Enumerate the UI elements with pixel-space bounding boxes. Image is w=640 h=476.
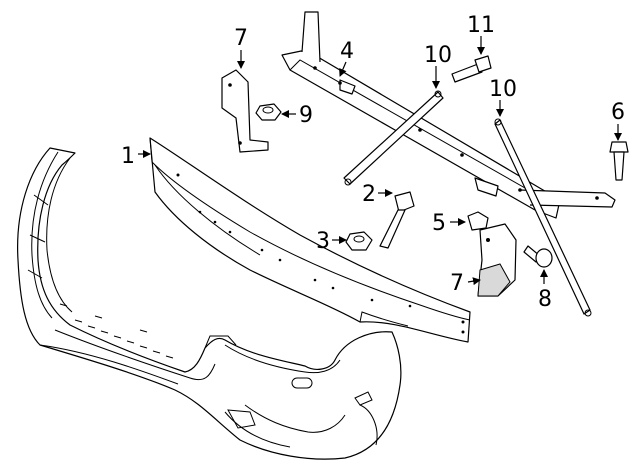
callout-4: 4 <box>340 39 354 64</box>
mounting-bracket-upper <box>221 69 269 153</box>
support-rod-right <box>494 118 592 317</box>
leader-lines <box>138 36 622 286</box>
bumper-cover <box>17 147 402 460</box>
clip-5 <box>467 211 489 231</box>
callout-8: 8 <box>538 287 552 312</box>
callout-1: 1 <box>121 144 135 169</box>
nut-3 <box>345 231 373 251</box>
tie-bar <box>281 11 616 219</box>
impact-absorber <box>149 137 471 343</box>
push-pin-8 <box>523 245 553 268</box>
callout-7-lower: 7 <box>450 271 464 296</box>
callout-3: 3 <box>316 229 330 254</box>
bolt-6 <box>609 141 629 181</box>
callout-labels: 1 2 3 4 5 6 7 7 8 9 10 10 11 <box>121 13 625 312</box>
callout-7-upper: 7 <box>234 26 248 51</box>
support-rod-left <box>343 90 444 186</box>
callout-6: 6 <box>611 100 625 125</box>
callout-10-left: 10 <box>424 43 452 68</box>
callout-10-right: 10 <box>489 77 517 102</box>
bolt-2 <box>379 191 415 249</box>
bolt-11 <box>451 55 492 83</box>
callout-5: 5 <box>432 211 446 236</box>
callout-11: 11 <box>467 13 495 38</box>
callout-2: 2 <box>362 182 376 207</box>
callout-9: 9 <box>299 103 313 128</box>
mounting-bracket-lower <box>477 223 517 297</box>
nut-9 <box>255 103 282 121</box>
